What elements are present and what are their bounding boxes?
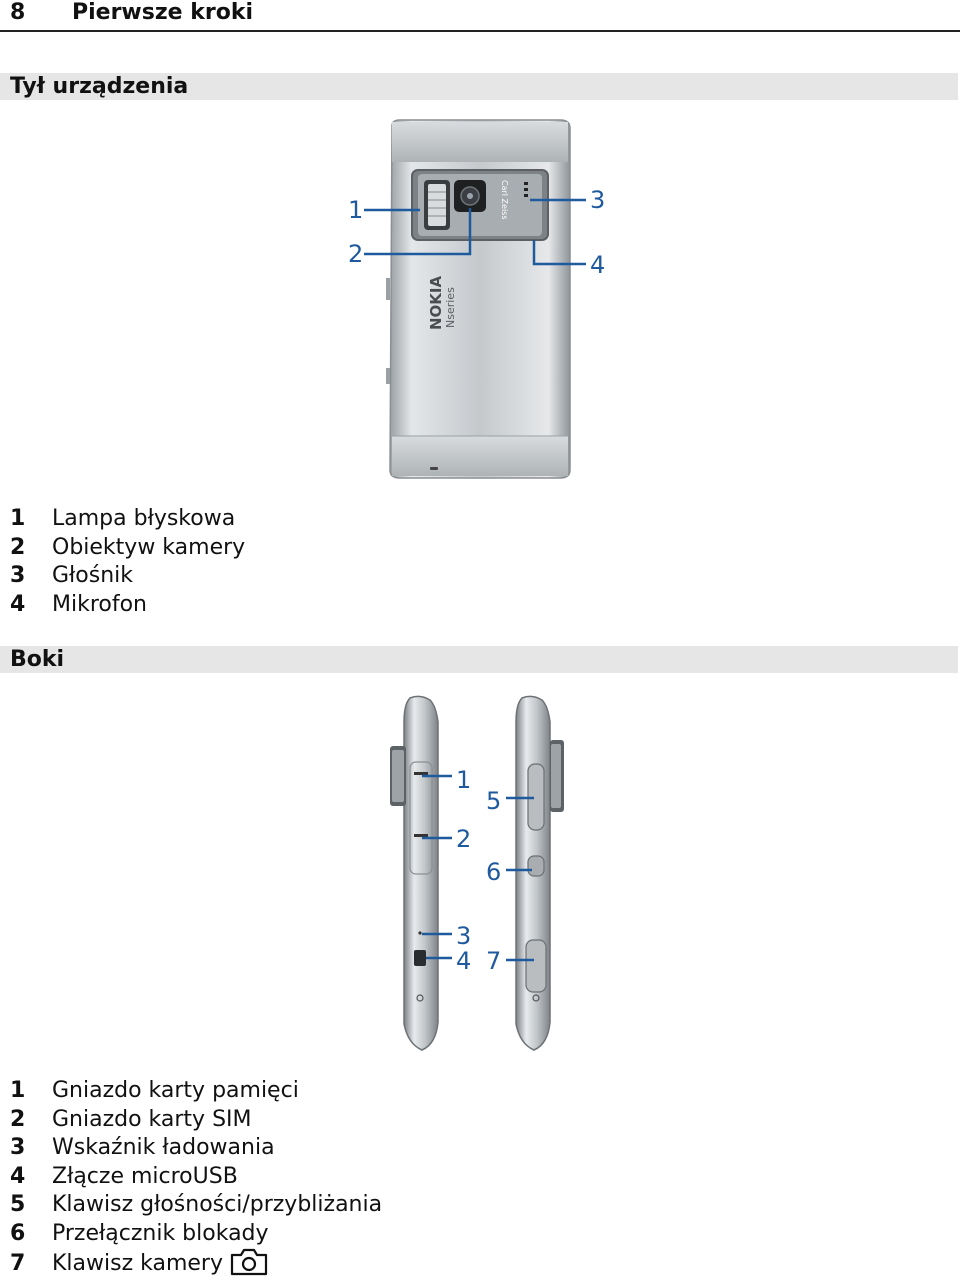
phone-left-side <box>403 695 439 1051</box>
flash-icon <box>424 180 450 230</box>
lock-switch <box>527 855 545 877</box>
section-title-back: Tył urządzenia <box>10 74 189 99</box>
lens-marking: Carl Zeiss <box>500 180 509 220</box>
callout-1: 1 <box>348 196 363 224</box>
callout-side-5: 5 <box>486 787 501 815</box>
callout-side-3: 3 <box>456 922 471 950</box>
phone-back-illustration: Carl Zeiss NOKIA Nseries 1 2 3 4 <box>348 119 605 479</box>
callout-3: 3 <box>590 186 605 214</box>
brand-logo: NOKIA <box>427 275 445 330</box>
callout-side-4: 4 <box>456 947 471 975</box>
callout-side-6: 6 <box>486 858 501 886</box>
bottom-cap <box>392 436 568 476</box>
chapter-title: Pierwsze kroki <box>72 0 254 25</box>
section-heading-back: Tył urządzenia <box>0 73 958 100</box>
callout-side-1: 1 <box>456 766 471 794</box>
microphone-icon <box>430 467 438 470</box>
microusb-connector-icon <box>414 950 426 966</box>
page-number: 8 <box>10 0 26 25</box>
charging-indicator <box>418 931 422 935</box>
callout-side-2: 2 <box>456 825 471 853</box>
callout-2: 2 <box>348 240 363 268</box>
section-heading-sides: Boki <box>0 646 958 673</box>
section-title-sides: Boki <box>10 647 65 672</box>
camera-icon <box>229 1248 269 1285</box>
callout-side-7: 7 <box>486 947 501 975</box>
sim-card-slot <box>414 834 428 837</box>
page-header: 8 Pierwsze kroki <box>0 0 960 32</box>
phone-sides-illustration: 1 2 3 4 5 6 7 <box>390 695 564 1051</box>
camera-lens-icon <box>454 180 486 212</box>
speaker-icon <box>524 182 528 197</box>
series-logo: Nseries <box>444 287 457 328</box>
top-cap <box>392 122 568 162</box>
callout-4: 4 <box>590 251 605 279</box>
memory-card-slot <box>414 772 428 775</box>
camera-key <box>525 939 547 993</box>
